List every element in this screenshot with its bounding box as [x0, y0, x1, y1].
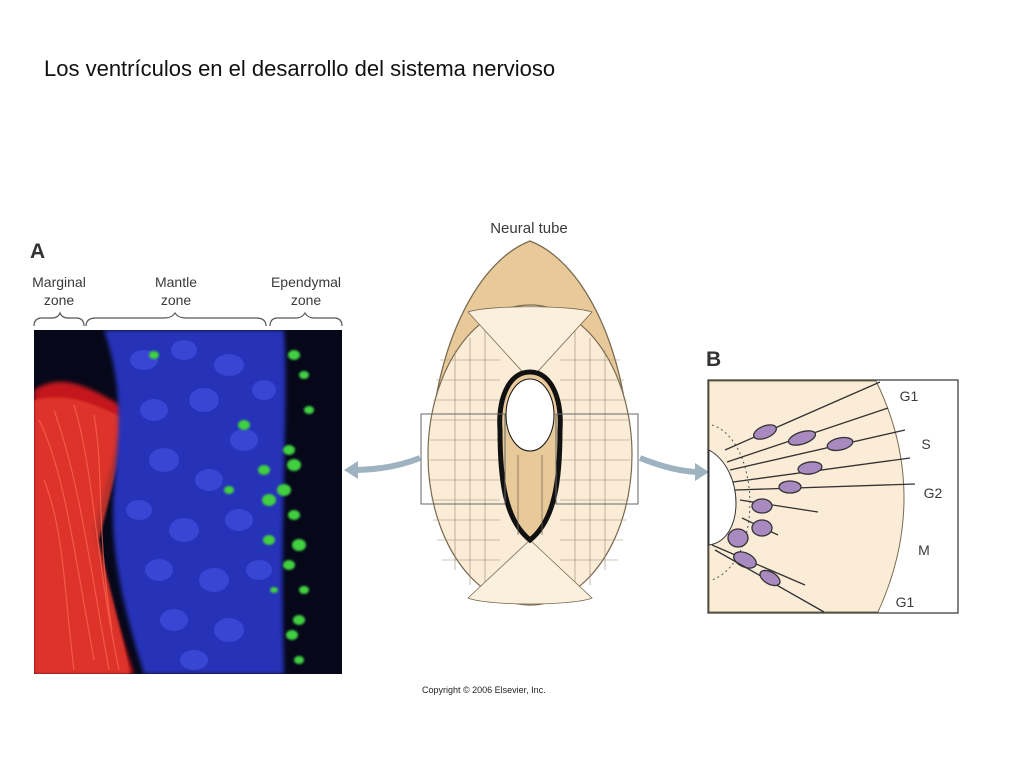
marginal-fibres	[34, 397, 130, 674]
neural-tube-outer	[429, 240, 631, 606]
panel-b-lumen	[708, 449, 737, 546]
zoom-box-left	[420, 413, 506, 505]
floor-plate	[467, 539, 593, 605]
zone-label-marginal: Marginal zone	[22, 273, 96, 309]
copyright-notice: Copyright © 2006 Elsevier, Inc.	[422, 685, 546, 695]
bracket-mantle	[85, 311, 267, 327]
phase-label-m: M	[918, 542, 930, 558]
micrograph	[34, 330, 342, 674]
zoom-box-right	[555, 413, 639, 505]
ventricle-opening	[505, 378, 555, 452]
panel-b-letter: B	[706, 348, 722, 371]
zone-label-mantle-line2: zone	[160, 292, 192, 308]
panel-b-lumen-dotted	[711, 424, 751, 581]
panel-b-tissue	[708, 380, 905, 613]
slide-title: Los ventrículos en el desarrollo del sis…	[44, 56, 556, 81]
arrow-left	[351, 455, 422, 473]
arrow-right-head	[695, 463, 709, 481]
bracket-ependymal	[269, 311, 343, 327]
bracket-marginal	[33, 311, 85, 327]
dividing-cells	[711, 381, 916, 613]
roof-plate	[467, 306, 593, 381]
neural-tube-label: Neural tube	[490, 220, 568, 237]
zone-label-ependymal-line1: Ependymal	[270, 274, 342, 290]
zone-label-marginal-line2: zone	[43, 292, 75, 308]
red-fibre-lines	[38, 404, 120, 671]
neuroepithelial-cells	[430, 328, 630, 595]
ependymal-cells	[149, 350, 314, 664]
arrow-right	[638, 455, 701, 475]
micrograph-svg	[34, 330, 314, 674]
neural-tube-wall	[427, 304, 633, 606]
ventricle-lumen	[497, 369, 563, 544]
zone-label-ependymal-line2: zone	[290, 292, 322, 308]
phase-label-g1-bottom: G1	[895, 594, 915, 610]
panel-a-letter: A	[30, 240, 46, 263]
zone-label-mantle-line1: Mantle	[154, 274, 198, 290]
ventricle-midline	[517, 455, 543, 535]
arrow-left-head	[344, 461, 358, 479]
zone-label-marginal-line1: Marginal	[32, 274, 86, 290]
phase-label-g2: G2	[923, 485, 943, 501]
zone-label-ependymal: Ependymal zone	[258, 273, 354, 309]
zone-label-mantle: Mantle zone	[136, 273, 216, 309]
phase-label-s: S	[921, 436, 931, 452]
phase-label-g1-top: G1	[899, 388, 919, 404]
